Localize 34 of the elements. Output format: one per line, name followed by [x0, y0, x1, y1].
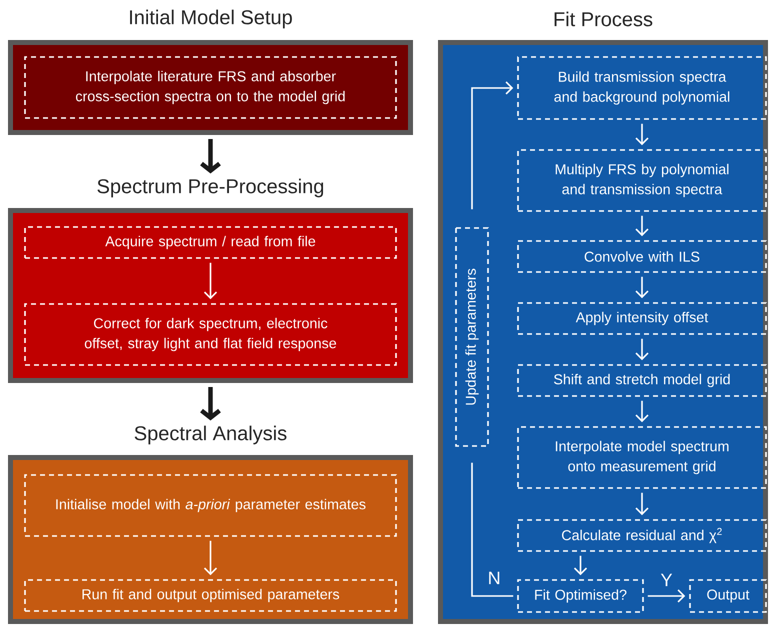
process-box: Initialise model with a-priori parameter estimates	[24, 474, 397, 537]
process-box: Run fit and output optimised parameters	[24, 579, 397, 612]
process-box: Shift and stretch model grid	[517, 364, 767, 397]
arrow	[200, 387, 221, 420]
process-box: Calculate residual and χ$^{2}$	[517, 519, 767, 552]
process-box: Convolve with ILS	[517, 240, 767, 273]
process-box: Fit Optimised?	[517, 579, 644, 613]
process-box: Apply intensity offset	[517, 302, 767, 335]
arrow	[648, 589, 686, 603]
process-box: Correct for dark spectrum, electronic offset, stray light and flat field response	[24, 303, 397, 366]
edge-label: Y	[660, 574, 672, 586]
arrow	[200, 139, 221, 174]
arrow	[471, 81, 514, 210]
process-box: Output	[689, 579, 767, 613]
process-box: Update fit parameters	[455, 227, 489, 447]
arrow	[204, 540, 218, 576]
section-heading: Spectral Analysis	[134, 426, 286, 444]
section-heading: Fit Process	[554, 12, 652, 26]
process-box: Build transmission spectra and background polynomial	[517, 56, 767, 120]
process-box: Interpolate literature FRS and absorber cross-section spectra on to the model grid	[24, 56, 397, 119]
arrow	[635, 400, 649, 422]
arrow	[204, 262, 218, 300]
process-box: Acquire spectrum / read from file	[24, 226, 397, 259]
arrow	[635, 276, 649, 298]
section-heading: Initial Model Setup	[130, 10, 292, 28]
process-box: Multiply FRS by polynomial and transmission spectra	[517, 149, 767, 212]
arrow	[635, 124, 649, 146]
arrow	[635, 338, 649, 360]
process-box: Interpolate model spectrum onto measurement grid	[517, 426, 767, 489]
arrow	[635, 216, 649, 236]
arrow	[574, 556, 588, 576]
arrow	[635, 492, 649, 516]
edge-label: N	[489, 572, 500, 584]
section-heading: Spectrum Pre-Processing	[97, 178, 324, 198]
